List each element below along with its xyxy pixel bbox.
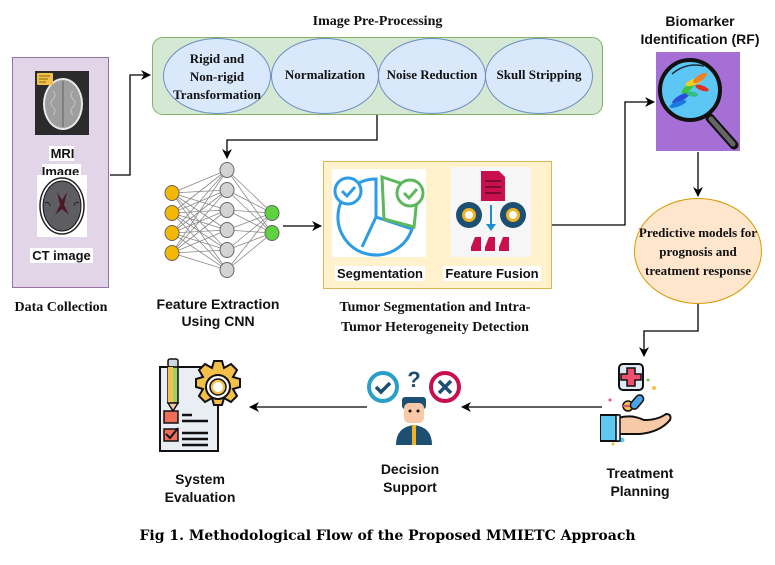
cnn-connection — [171, 209, 228, 254]
cnn-connection — [171, 189, 228, 254]
figure-caption: Fig 1. Methodological Flow of the Propos… — [139, 528, 636, 544]
preprocessing-step-skull-stripping: Skull Stripping — [485, 38, 593, 114]
cnn-connection — [226, 232, 273, 271]
normalization-label: Normalization — [284, 67, 366, 82]
cnn-hidden-node — [219, 162, 235, 178]
evaluation-line2: Evaluation — [164, 489, 236, 505]
preprocessing-step-noise-reduction: Noise Reduction — [378, 38, 486, 114]
ct-brain-image — [37, 175, 87, 237]
biomarker-line2: Identification (RF) — [640, 31, 760, 47]
segmentation-caption-line1: Tumor Segmentation and Intra- — [339, 300, 531, 315]
noise-reduction-label: Noise Reduction — [386, 67, 478, 82]
rigid-line2: Non-rigid — [189, 69, 245, 84]
cnn-connection — [226, 209, 273, 214]
evaluation-line1: System — [175, 471, 225, 487]
cnn-input-node — [164, 225, 180, 241]
data-collection-box: MRI Image CT image — [12, 57, 109, 288]
cnn-connection — [171, 249, 228, 254]
arrow-datacollection-to-preprocessing — [110, 70, 151, 176]
mri-brain-image — [35, 71, 89, 135]
biomarker-box — [656, 52, 740, 151]
arrow-segmentation-to-biomarker — [552, 97, 655, 226]
decision-line2: Support — [383, 479, 437, 495]
segmentation-label: Segmentation — [335, 266, 425, 281]
svg-text:?: ? — [407, 367, 420, 392]
cnn-hidden-node — [219, 222, 235, 238]
cnn-connection — [226, 212, 273, 271]
cnn-connection — [171, 169, 228, 234]
segmentation-caption-line2: Tumor Heterogeneity Detection — [341, 320, 529, 335]
treatment-hand-pills-icon — [600, 363, 672, 446]
cnn-connection — [226, 212, 273, 251]
decision-support-person-icon: ? — [367, 367, 461, 445]
cnn-hidden-node — [219, 202, 235, 218]
cnn-hidden-node — [219, 242, 235, 258]
treatment-line1: Treatment — [606, 465, 674, 481]
biomarker-line1: Biomarker — [665, 13, 735, 29]
rigid-line3: Transformation — [173, 87, 261, 102]
feature-extraction-line1: Feature Extraction — [156, 296, 280, 312]
feature-fusion-icon — [451, 167, 531, 257]
cnn-connection — [226, 212, 273, 231]
predictive-line1: Predictive models for — [638, 225, 758, 240]
cnn-connection — [226, 189, 273, 214]
cnn-input-node — [164, 205, 180, 221]
predictive-models-ellipse: Predictive models for prognosis and trea… — [634, 198, 762, 304]
segmentation-icon — [332, 169, 426, 257]
cnn-input-node — [164, 245, 180, 261]
preprocessing-title: Image Pre-Processing — [312, 14, 443, 29]
rigid-line1: Rigid and — [189, 51, 245, 66]
preprocessing-step-rigid-transformation: Rigid and Non-rigid Transformation — [163, 38, 271, 114]
cnn-hidden-node — [219, 262, 235, 278]
cnn-hidden-node — [219, 182, 235, 198]
arrow-preprocessing-to-cnn — [222, 115, 378, 159]
cnn-connection — [171, 252, 228, 271]
preprocessing-box: Rigid and Non-rigid Transformation Norma… — [152, 37, 603, 115]
decision-line1: Decision — [380, 461, 440, 477]
cnn-connection — [171, 229, 228, 254]
data-collection-title: Data Collection — [14, 300, 108, 315]
ct-image-label: CT image — [30, 248, 93, 263]
feature-extraction-line2: Using CNN — [181, 313, 255, 329]
preprocessing-step-normalization: Normalization — [271, 38, 379, 114]
cnn-connection — [171, 169, 228, 214]
system-evaluation-checklist-gear-icon — [159, 358, 241, 452]
cnn-network-diagram — [164, 162, 280, 278]
treatment-line2: Planning — [610, 483, 670, 499]
segmentation-box: Segmentation Feature Fusion — [323, 161, 552, 289]
arrow-predictive-to-treatment — [639, 304, 699, 357]
skull-stripping-label: Skull Stripping — [496, 67, 582, 82]
cnn-connection — [226, 169, 273, 214]
cnn-input-node — [164, 185, 180, 201]
cnn-output-node — [264, 225, 280, 241]
predictive-line2: prognosis and — [659, 244, 737, 259]
predictive-line3: treatment response — [644, 263, 752, 278]
cnn-connection — [171, 169, 228, 194]
cnn-connection — [171, 169, 228, 254]
feature-fusion-label: Feature Fusion — [443, 266, 541, 281]
magnifier-protein-icon — [658, 58, 739, 150]
cnn-output-node — [264, 205, 280, 221]
